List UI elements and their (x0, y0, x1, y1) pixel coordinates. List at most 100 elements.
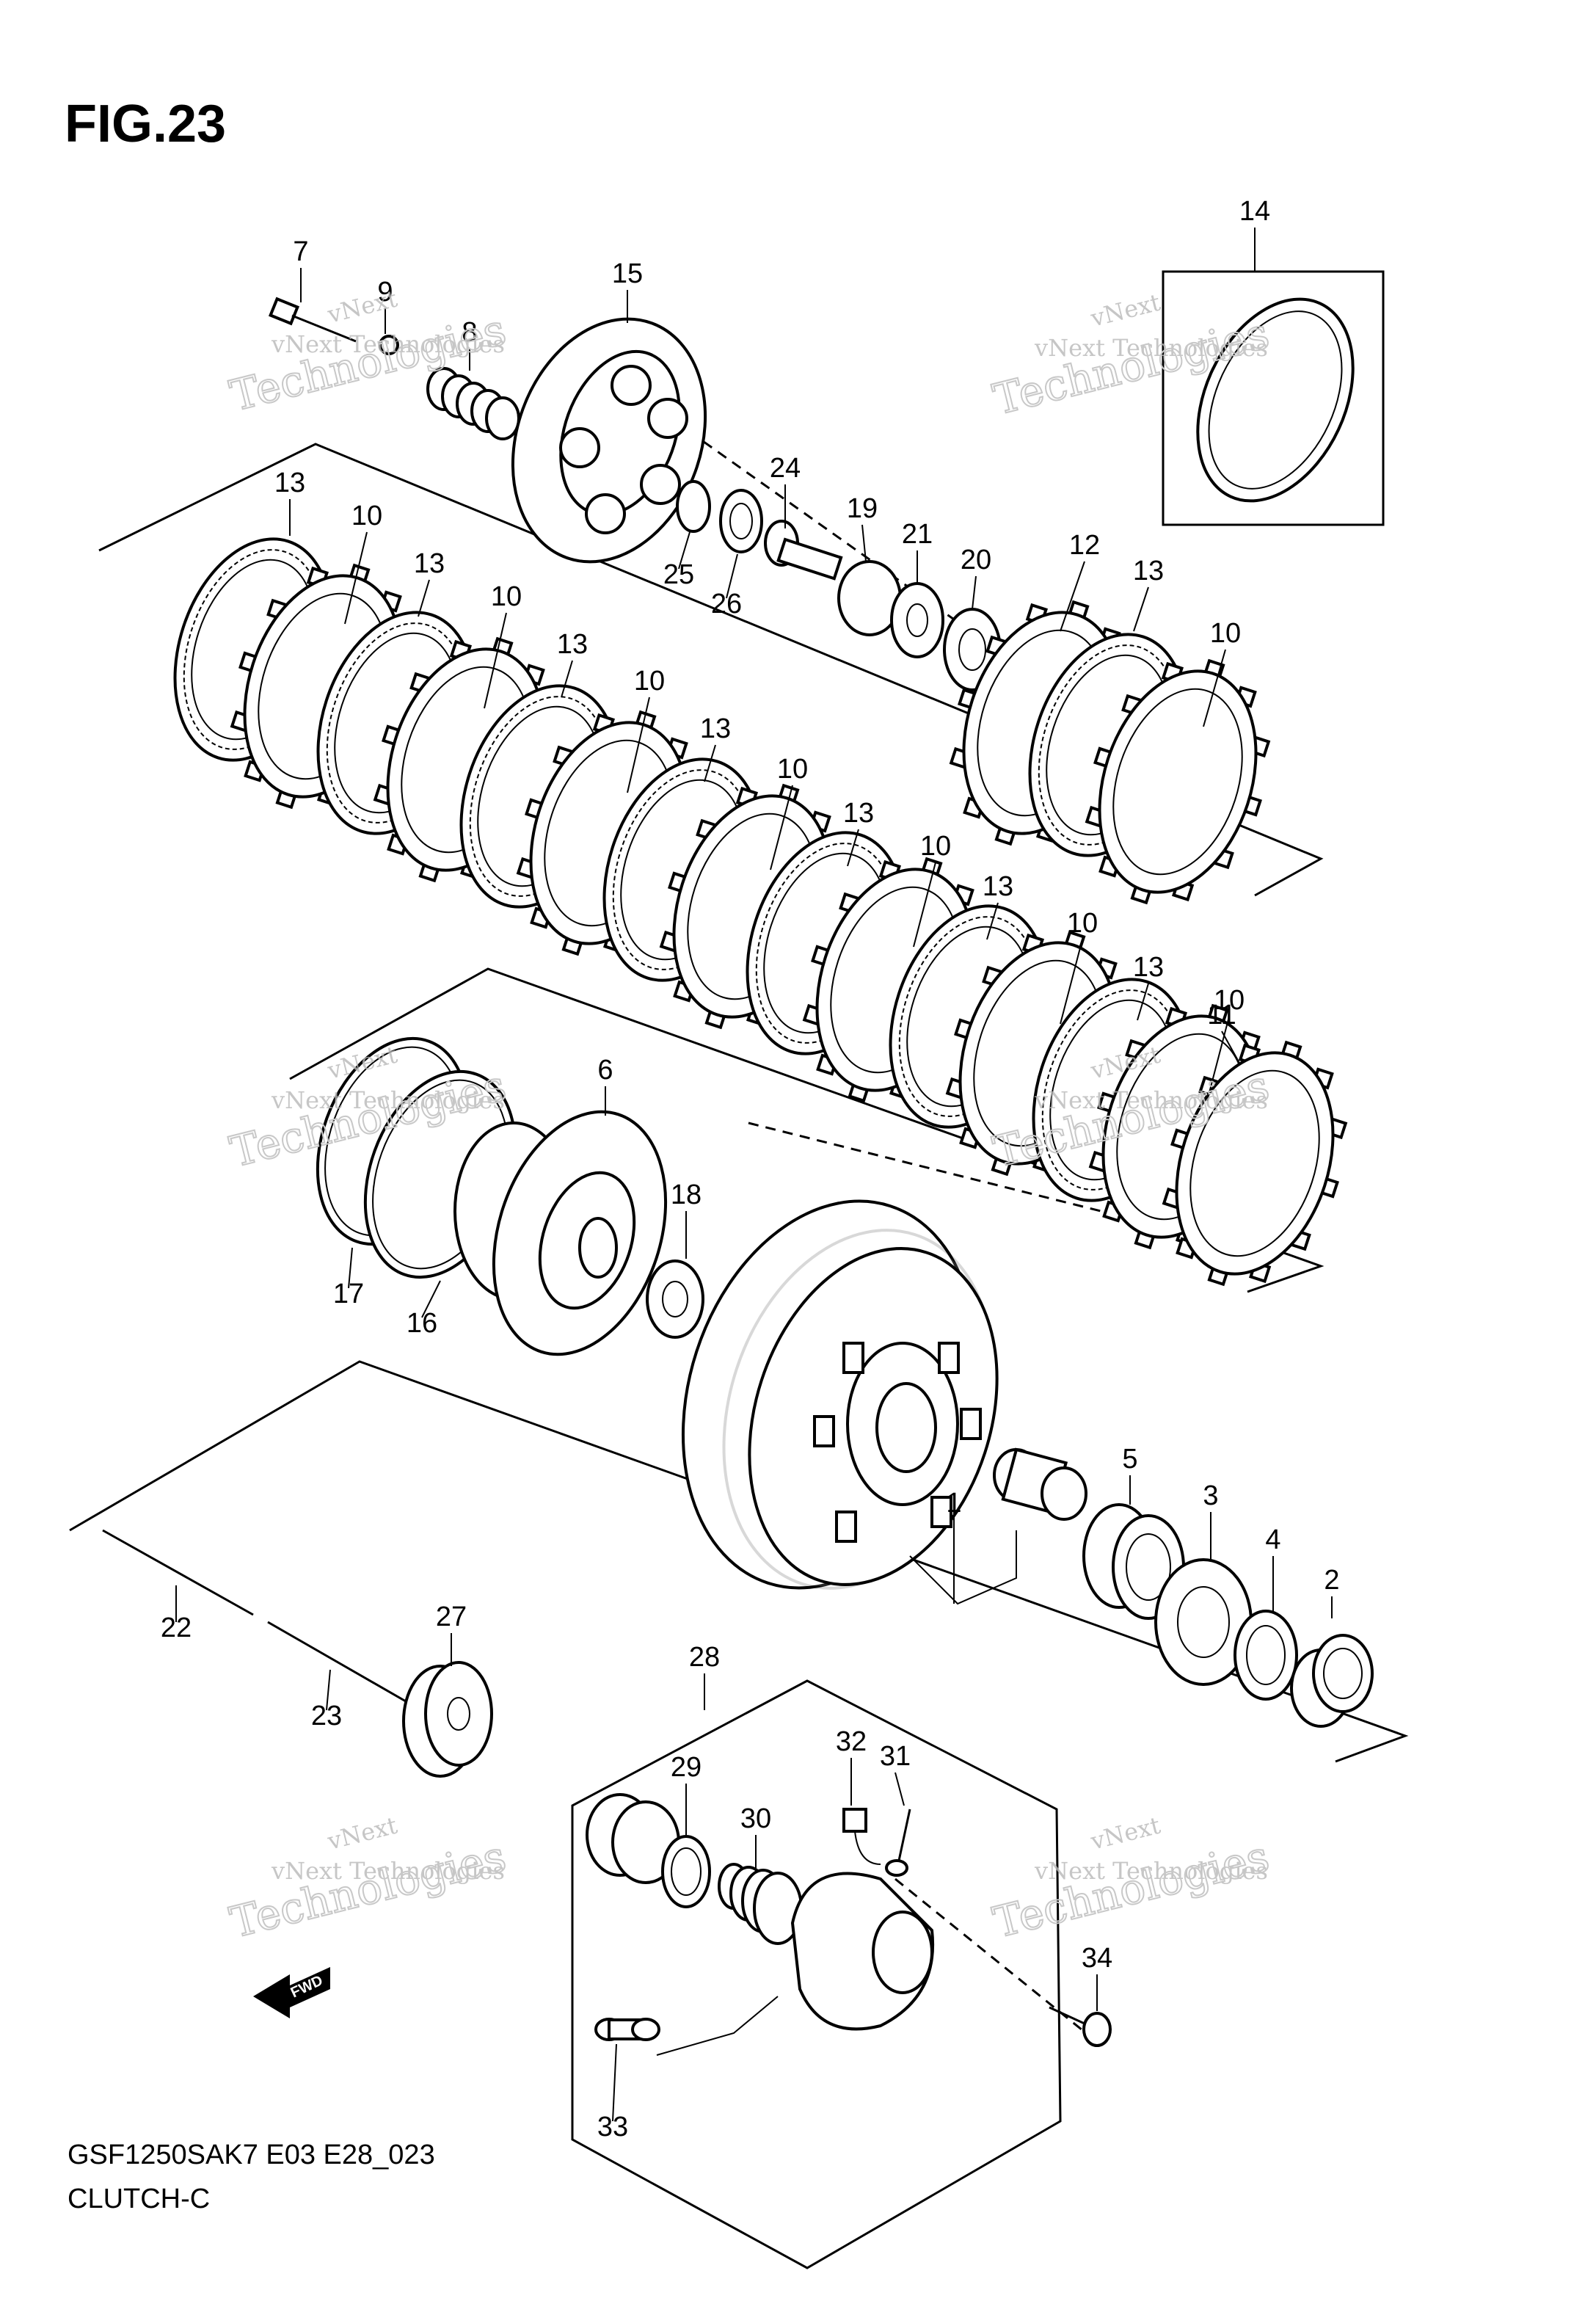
callout-number: 23 (311, 1701, 342, 1731)
callout-number: 34 (1082, 1943, 1112, 1974)
thrust-washer-3-inner (1177, 1586, 1230, 1658)
callout-number: 13 (700, 713, 731, 744)
callout-number: 20 (961, 545, 991, 575)
callout-number: 13 (843, 798, 874, 829)
callout-number: 5 (1122, 1444, 1137, 1475)
washer-25 (676, 480, 711, 533)
leader-line (704, 744, 716, 782)
watermark-small: vNext (324, 1811, 400, 1855)
item-14-ring (1196, 297, 1355, 503)
leader-line (326, 1669, 331, 1711)
release-cylinder-body (790, 1872, 935, 2031)
callout-number: 22 (161, 1613, 192, 1643)
leader-line (770, 785, 793, 870)
bearing-26-inner (729, 503, 753, 539)
leader-line (1137, 983, 1149, 1021)
release-group-frame (571, 1679, 1062, 2269)
leader-line (627, 697, 650, 793)
callout-number: 8 (462, 317, 477, 348)
callout-number: 13 (557, 629, 588, 660)
callout-number: 29 (671, 1752, 702, 1783)
leader-line (484, 612, 507, 709)
figure-title: FIG.23 (65, 95, 227, 153)
push-piece-27 (402, 1661, 493, 1778)
item-14-frame (1162, 270, 1385, 526)
callout-number: 16 (407, 1308, 437, 1339)
callout-number: 10 (1210, 618, 1241, 649)
callout-number: 10 (1067, 908, 1098, 939)
callout-number: 14 (1239, 196, 1270, 227)
callout-number: 13 (1133, 952, 1164, 983)
watermark-small: vNext (1087, 288, 1163, 332)
leader-line (861, 524, 867, 562)
leader-line (913, 862, 936, 948)
fwd-arrow-icon: FWD (253, 1967, 330, 2018)
washer-21-inner (906, 603, 928, 637)
leader-line (894, 1772, 905, 1806)
callout-number: 6 (597, 1055, 613, 1086)
watermark-line1: vNext Technologies (1034, 1857, 1268, 1885)
leader-line (972, 575, 977, 610)
item-14-ring-inner (1208, 310, 1343, 490)
spacer-2 (1290, 1634, 1374, 1728)
seal-29 (661, 1835, 711, 1908)
leader-line (421, 1280, 441, 1318)
watermark-line1: vNext Technologies (271, 1086, 505, 1114)
leader-line (348, 1247, 353, 1289)
push-rod-22 (102, 1529, 254, 1616)
callout-number: 4 (1265, 1524, 1280, 1555)
callout-number: 27 (436, 1602, 467, 1632)
washer-21 (890, 582, 944, 658)
callout-number: 28 (689, 1642, 720, 1673)
housing-1-leader-frame (909, 1530, 1017, 1605)
callout-number: 24 (770, 453, 801, 484)
leader-line (1133, 586, 1149, 632)
dowel-leader (656, 1996, 779, 2056)
spacer-sleeve (993, 1447, 1087, 1521)
section-name: CLUTCH-C (68, 2184, 211, 2214)
callout-number: 11 (1207, 1000, 1236, 1030)
callout-number: 3 (1203, 1480, 1218, 1511)
watermark-small: vNext (324, 285, 400, 329)
leader-line (726, 553, 738, 599)
watermark-small: vNext (1087, 1811, 1163, 1855)
bolt-7 (268, 297, 357, 343)
callout-number: 10 (491, 581, 522, 612)
callout-number: 2 (1324, 1565, 1339, 1596)
clutch-housing-1 (681, 1199, 999, 1590)
rod-24 (764, 520, 843, 581)
cap-32 (842, 1808, 881, 1865)
callout-number: 21 (902, 519, 933, 550)
washer-4-inner (1246, 1625, 1286, 1685)
callout-number: 32 (836, 1726, 867, 1757)
watermark-line2: Technologies (225, 1831, 511, 1948)
clutch-sleeve-hub-6 (453, 1110, 668, 1356)
callout-number: 9 (377, 277, 393, 308)
drive-plate (373, 636, 559, 883)
callout-number: 10 (351, 501, 382, 531)
washer-20-inner (958, 628, 986, 671)
leader-line (1221, 1030, 1241, 1065)
callout-number: 25 (663, 559, 694, 590)
leader-line (847, 829, 859, 867)
drive-plate (1085, 658, 1271, 905)
seal-29-inner (671, 1847, 702, 1896)
bearing-26 (719, 489, 763, 553)
callout-number: 10 (920, 831, 951, 862)
leader-line (1060, 561, 1085, 632)
callout-number: 1 (946, 1488, 961, 1519)
callout-number: 15 (612, 258, 643, 289)
washer-18 (646, 1259, 704, 1339)
callout-number: 13 (983, 871, 1013, 902)
callout-number: 26 (711, 589, 742, 619)
callout-number: 10 (1214, 985, 1245, 1016)
drive-plate (1162, 1040, 1348, 1287)
callout-number: 13 (274, 468, 305, 498)
callout-number: 10 (634, 666, 665, 697)
callout-number: 7 (293, 236, 308, 267)
leader-line (1203, 649, 1226, 727)
callout-number: 13 (414, 548, 445, 579)
bolt-34 (1049, 2006, 1112, 2047)
callout-number: 18 (671, 1179, 702, 1210)
